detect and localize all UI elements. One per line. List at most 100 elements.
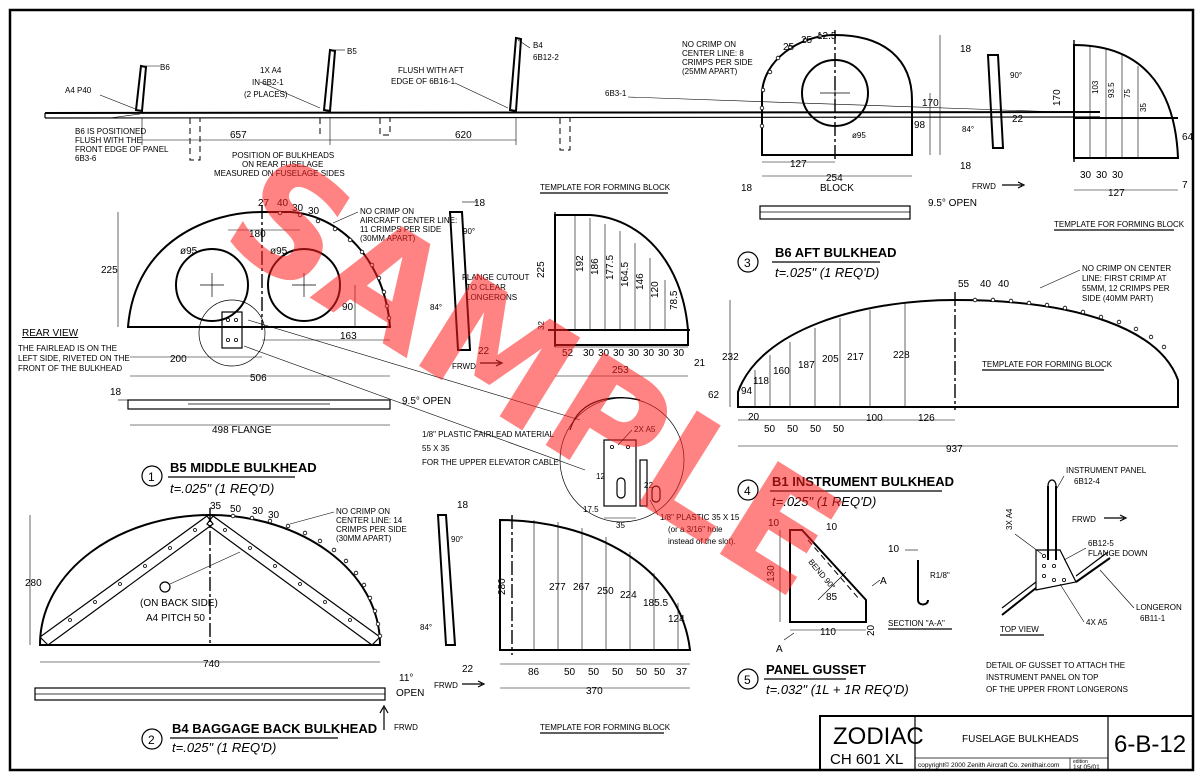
- b5-dim-163: 163: [340, 331, 357, 342]
- detail-flange: FLANGE DOWN: [1088, 549, 1148, 558]
- b6t-93-5: 93.5: [1107, 82, 1116, 98]
- template-b5-title: TEMPLATE FOR FORMING BLOCK: [540, 183, 671, 192]
- b5-cutout-1: FLANGE CUTOUT: [462, 273, 530, 282]
- b5-frwd-arrow: [480, 359, 504, 367]
- rear-view-title: REAR VIEW: [22, 328, 79, 339]
- detail-long-ref: 6B11-1: [1140, 614, 1166, 623]
- b5-side-18: 18: [474, 198, 486, 209]
- b6t-75: 75: [1123, 89, 1132, 98]
- b6t-127: 127: [1108, 188, 1125, 199]
- dim-620: 620: [455, 130, 472, 141]
- b6-frwd-arrow: [1002, 181, 1026, 189]
- title-edition: 1st 05/01: [1073, 764, 1100, 771]
- b1-note-2: LINE: FIRST CRIMP AT: [1082, 274, 1167, 283]
- detail-ip: INSTRUMENT PANEL: [1066, 466, 1147, 475]
- b4-pitch: A4 PITCH 50: [146, 613, 205, 624]
- tpl1-val-177: 177.5: [605, 255, 616, 280]
- b6-side-18a: 18: [960, 44, 972, 55]
- sheet-border: [8, 8, 1195, 772]
- gusset-85: 85: [826, 592, 838, 603]
- b1-dim-937: 937: [946, 444, 963, 455]
- tpl1-val-192: 192: [575, 255, 586, 272]
- b6-template-title: TEMPLATE FOR FORMING BLOCK: [1054, 220, 1185, 229]
- b6-side-22: 22: [1012, 114, 1024, 125]
- b1-top-40a: 40: [980, 279, 992, 290]
- gusset-dim-110: 110: [820, 627, 836, 638]
- b1-val-205: 205: [822, 354, 839, 365]
- b4-thickness: t=.025" (1 REQ'D): [172, 740, 276, 755]
- b6t-170: 170: [1052, 89, 1063, 106]
- b4-frwd-up-arrow: [379, 704, 389, 730]
- b4-dim-30a: 30: [252, 506, 264, 517]
- gusset-section-a-bottom: A: [776, 644, 783, 655]
- b5-open: 9.5° OPEN: [402, 396, 451, 407]
- tpl1-val-186: 186: [590, 258, 601, 275]
- title-brand: ZODIAC: [833, 723, 924, 750]
- fairlead-detail: 1/8" PLASTIC FAIRLEAD MATERIAL 55 X 35 F…: [422, 397, 740, 546]
- tpl2-b-50b: 50: [588, 667, 600, 678]
- tpl2-val-124: 124: [668, 614, 685, 625]
- b4-side-18: 18: [457, 500, 469, 511]
- b5-dim-27: 27: [258, 198, 270, 209]
- b5-dim-506: 506: [250, 373, 267, 384]
- b1-b-50d: 50: [833, 424, 845, 435]
- b6-note-4: (25MM APART): [682, 67, 738, 76]
- b1-val-187: 187: [798, 360, 815, 371]
- template-b5: TEMPLATE FOR FORMING BLOCK 225 192 186 1…: [536, 183, 706, 377]
- tpl1-b-30b: 30: [598, 348, 610, 359]
- b1-top-55: 55: [958, 279, 970, 290]
- b6t-35: 35: [1139, 103, 1148, 112]
- tpl1-b-30d: 30: [628, 348, 640, 359]
- gusset-dim-20: 20: [866, 624, 877, 636]
- b6-crimps: [759, 33, 823, 129]
- detail-longeron: LONGERON: [1136, 603, 1182, 612]
- b6-note-3: FRONT EDGE OF PANEL: [75, 145, 169, 154]
- b5-flange-498: 498 FLANGE: [212, 425, 272, 436]
- detail-top-view: TOP VIEW: [1000, 625, 1039, 634]
- tpl2-b-50e: 50: [654, 667, 666, 678]
- b6-side-90: 90°: [1010, 71, 1022, 80]
- tpl2-b-50c: 50: [612, 667, 624, 678]
- section-r18: R1/8": [930, 571, 950, 580]
- title-sheet-number: 6-B-12: [1114, 731, 1186, 758]
- tpl1-val-120: 120: [650, 281, 661, 298]
- fairlead-a5: 2X A5: [634, 425, 656, 434]
- detail-ip-ref: 6B12-4: [1074, 477, 1100, 486]
- b4-note-4: (30MM APART): [336, 534, 392, 543]
- b5-frwd-label: FRWD: [452, 362, 476, 371]
- b4-callout: B4: [533, 41, 543, 50]
- b6-dia-95: ø95: [852, 131, 866, 140]
- b5-dia-95a: ø95: [180, 246, 198, 257]
- fairlead-17-5: 17.5: [583, 505, 599, 514]
- gusset-title: PANEL GUSSET: [766, 662, 866, 677]
- b6-dim-25a: 25: [783, 42, 795, 53]
- b6-dim-98: 98: [914, 120, 926, 131]
- b5-note-3: 11 CRIMPS PER SIDE: [360, 225, 441, 234]
- a4-p40-label: A4 P40: [65, 86, 92, 95]
- fairlead-note-3: FOR THE UPPER ELEVATOR CABLE: [422, 458, 559, 467]
- b4-dim-50: 50: [230, 504, 242, 515]
- b6-dim-170: 170: [922, 98, 939, 109]
- b4-note-1: NO CRIMP ON: [336, 507, 390, 516]
- b6-side-84: 84°: [962, 125, 974, 134]
- b6-callout: B6: [160, 63, 170, 72]
- b6-note-2: FLUSH WITH THE: [75, 136, 142, 145]
- b6t-b30b: 30: [1096, 170, 1108, 181]
- b5-dim-225: 225: [101, 265, 118, 276]
- b4-frwd-up: FRWD: [394, 723, 418, 732]
- title-drawing-name: FUSELAGE BULKHEADS: [962, 734, 1079, 745]
- b4-number: 2: [148, 733, 155, 747]
- tpl2-val-267: 267: [573, 582, 590, 593]
- position-note-2: ON REAR FUSELAGE: [242, 160, 323, 169]
- b6-frwd: FRWD: [972, 182, 996, 191]
- b4-side-90: 90°: [451, 535, 463, 544]
- b5-dim-40: 40: [277, 198, 289, 209]
- detail-note-2: INSTRUMENT PANEL ON TOP: [986, 673, 1098, 682]
- b6-note-1: NO CRIMP ON: [682, 40, 736, 49]
- b6-note-4: 6B3-6: [75, 154, 97, 163]
- b1-title: B1 INSTRUMENT BULKHEAD: [772, 474, 954, 489]
- tpl2-val-224: 224: [620, 590, 637, 601]
- plastic-note-1: 1/8" PLASTIC 35 X 15: [660, 513, 740, 522]
